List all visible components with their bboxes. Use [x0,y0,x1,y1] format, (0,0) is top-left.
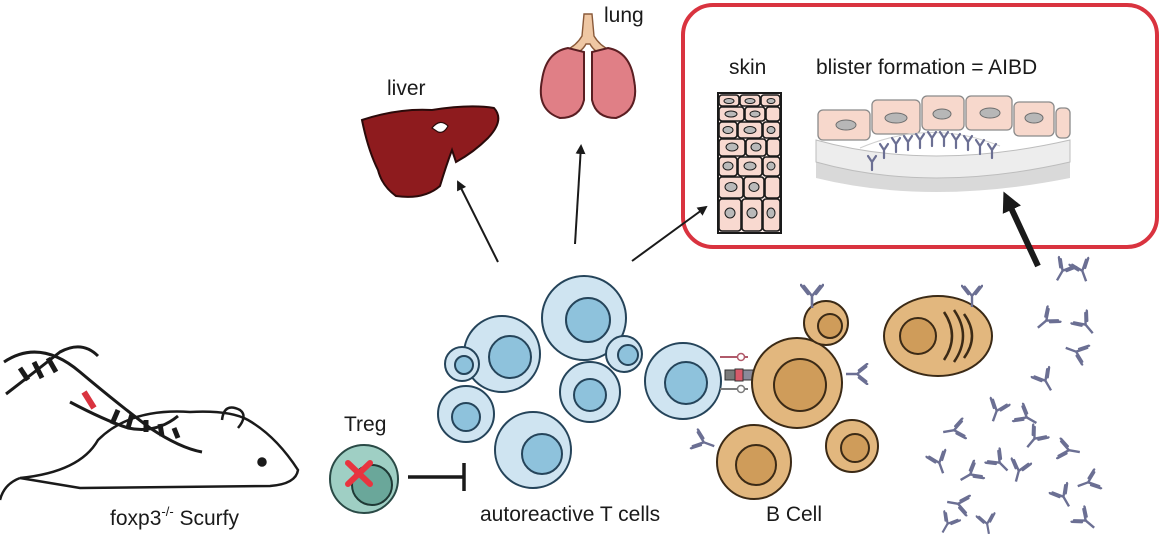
antibody-icon [1030,365,1061,396]
t-cell [444,346,480,382]
antibody-icon [846,363,869,385]
antibody-icon [1070,505,1102,537]
t-cell [437,385,495,443]
mouse-icon [0,406,300,501]
blister-tissue-illustration [815,95,1071,192]
antibody-icon [1030,305,1062,337]
skin-label: skin [729,56,766,79]
antibody-icon [933,510,962,537]
arrow-antibody-to-blister [1002,191,1041,268]
skin-tissue-illustration [717,92,782,234]
treg-label: Treg [344,413,386,436]
plasma-cell [883,295,993,377]
highlight-box [681,3,1159,249]
dna-helix-icon [3,345,203,454]
antibody-icon [1061,337,1091,366]
antibody-icon [984,447,1016,479]
b-cell [803,300,849,346]
arrows [457,144,1041,268]
b-cell [716,424,792,500]
blister-label: blister formation = AIBD [816,56,1037,79]
t-cell [644,342,722,420]
mouse-label-strain: Scurfy [174,507,240,530]
liver-icon [360,105,500,198]
antibody-icon [1005,457,1033,485]
treg-cell [329,444,399,514]
antibody-icon [1056,437,1082,463]
mouse-label-superscript: -/- [161,504,173,519]
antibody-icon [1073,468,1103,497]
arrow-to-lung [574,144,586,245]
antibody-icon [975,512,999,536]
antibody-icon [1047,255,1078,286]
antibody-icon [1048,481,1079,512]
antibody-icon [1011,402,1042,433]
b-cell [751,337,843,429]
b-cell-label: B Cell [766,503,822,526]
antibody-icon [925,448,954,478]
antibody-icon [1018,423,1050,455]
t-cell [605,335,643,373]
t-cell [559,361,621,423]
tcr-mhc-synapse-icon [720,352,754,394]
antibody-icon [1070,309,1102,341]
arrow-to-liver [457,180,499,263]
inhibition-icon [408,463,466,491]
arrow-to-skin [631,205,708,262]
mouse-label: foxp3-/- Scurfy [110,504,240,530]
lung-label: lung [604,4,644,27]
antibody-icon [941,417,967,443]
skin-blister-panel: skin blister formation = AIBD [681,3,1159,249]
liver-label: liver [387,77,426,100]
mouse-label-gene: foxp3 [110,507,161,530]
antibody-icon [982,396,1011,426]
cross-mark-icon [345,460,373,487]
t-cell [541,275,627,361]
antibody-icon [955,459,986,490]
b-cell-cluster [716,295,993,500]
antibody-icon [945,491,971,517]
lung-icon [539,13,637,120]
b-cell [825,419,879,473]
t-cells-label: autoreactive T cells [480,503,660,526]
antibody-icon [689,428,719,457]
antibody-icon [1068,256,1097,286]
t-cell [494,411,572,489]
t-cell-cluster [437,275,722,489]
